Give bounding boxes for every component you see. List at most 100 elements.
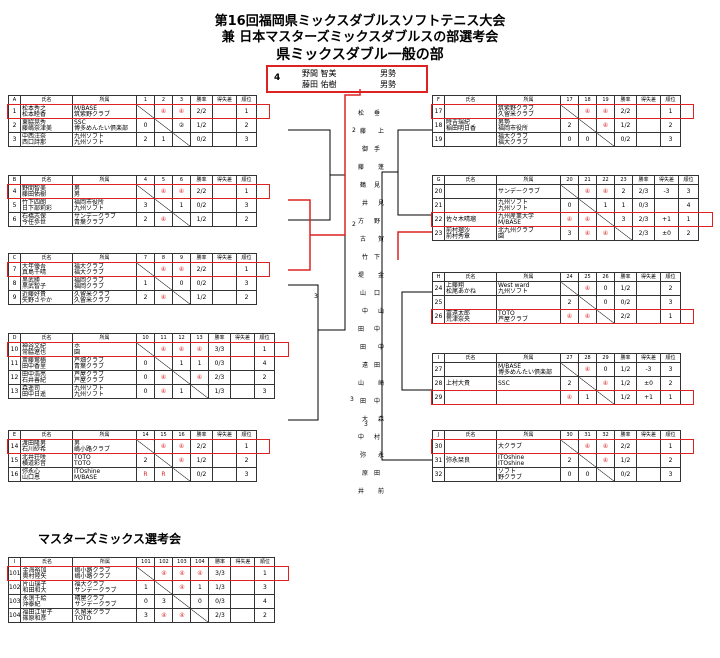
match-result: 2 — [614, 184, 633, 199]
player-names: 北井荘咲横道彩音 — [20, 453, 73, 468]
match-result: ④ — [190, 566, 210, 581]
player-names: 弥永心山口恩 — [20, 467, 73, 482]
match-result — [136, 566, 156, 581]
point-diff — [230, 594, 256, 609]
match-result: ④ — [596, 226, 615, 241]
match-result: ④ — [578, 309, 597, 324]
entry-number: 9 — [8, 290, 21, 305]
header-affiliation: 所属 — [496, 430, 561, 440]
point-diff — [636, 104, 661, 119]
header-match-col: 21 — [578, 175, 597, 185]
division-title: 県ミックスダブル一般の部 — [276, 47, 444, 63]
bracket-label: 3 — [350, 396, 354, 403]
match-result: ④ — [154, 384, 173, 399]
player-names: 弥永栞良 — [444, 453, 497, 468]
match-result — [560, 281, 579, 296]
match-result: 1 — [136, 276, 155, 291]
bracket-player-name: 見 — [374, 182, 381, 189]
header-win-rate: 勝率 — [614, 272, 637, 282]
entry-number: 14 — [8, 439, 21, 454]
header-win-rate: 勝率 — [614, 430, 637, 440]
match-result: 1 — [596, 198, 615, 213]
win-rate: 1/2 — [614, 390, 637, 405]
bracket-player-name: 田 — [374, 470, 381, 477]
match-result: 0 — [136, 594, 156, 609]
win-rate: 2/2 — [190, 439, 213, 454]
header-match-col: 102 — [154, 557, 174, 567]
rank: 2 — [236, 453, 257, 468]
player-names: 中西汪奈西口詩那 — [20, 132, 73, 147]
bracket-player-name: 下 — [374, 254, 381, 261]
player-names: 田中浩亮石井善紀 — [20, 370, 73, 385]
match-result: ④ — [154, 342, 173, 357]
point-diff — [636, 118, 661, 133]
entry-number: 7 — [8, 262, 21, 277]
match-result: ④ — [172, 580, 192, 595]
match-result: ④ — [172, 453, 191, 468]
rank: 2 — [678, 226, 699, 241]
match-result — [614, 226, 633, 241]
header-affiliation: 所属 — [496, 353, 561, 363]
match-result — [578, 453, 597, 468]
match-result: ④ — [578, 104, 597, 119]
match-result: 2 — [136, 212, 155, 227]
win-rate: 2/3 — [632, 184, 655, 199]
group-label: F — [432, 95, 445, 105]
affiliations: SSC — [496, 376, 561, 391]
match-result: ④ — [154, 566, 174, 581]
header-match-col: 28 — [578, 353, 597, 363]
player-names: 上村大貴 — [444, 376, 497, 391]
match-result — [172, 212, 191, 227]
match-result — [172, 467, 191, 482]
entry-number: 13 — [8, 384, 21, 399]
group-label: I — [7, 557, 22, 567]
affiliations: サンデークラブ — [496, 184, 561, 199]
match-result: 0 — [560, 132, 579, 147]
header-win-rate: 勝率 — [208, 333, 231, 343]
match-result: 1 — [172, 356, 191, 371]
match-result: 0 — [578, 132, 597, 147]
player-names — [444, 390, 497, 405]
match-result — [136, 439, 155, 454]
header-rank: 順位 — [254, 557, 276, 567]
header-affiliation: 所属 — [72, 253, 137, 263]
header-match-col: 30 — [560, 430, 579, 440]
header-rank: 順位 — [660, 430, 681, 440]
entry-number: 10 — [8, 342, 21, 357]
match-result — [136, 104, 155, 119]
header-point-diff: 得失差 — [636, 272, 661, 282]
header-match-col: 17 — [560, 95, 579, 105]
rank: 2 — [254, 608, 276, 623]
bracket-label: 2 — [352, 127, 356, 134]
player-names: 石橋志保今任歩世 — [20, 212, 73, 227]
header-rank: 順位 — [236, 430, 257, 440]
match-result: 0 — [172, 276, 191, 291]
affiliations: 芦畑クラブ青葉クラブ — [72, 356, 137, 371]
group-label: G — [432, 175, 445, 185]
match-result: ④ — [172, 439, 191, 454]
entry-number: 17 — [432, 104, 445, 119]
match-result — [190, 608, 210, 623]
player-names: 佐々木晴瑠 — [444, 212, 497, 227]
affiliations: 福岡市役所九州ソフト — [72, 198, 137, 213]
win-rate: 0/3 — [632, 198, 655, 213]
bracket-player-name: 上 — [378, 128, 385, 135]
win-rate: 1/2 — [190, 453, 213, 468]
match-result — [596, 132, 615, 147]
affiliations: 晴屋クラブサンデークラブ — [72, 594, 138, 609]
bracket-player-name: 賀 — [378, 236, 385, 243]
header-name: 氏名 — [20, 557, 74, 567]
entry-number: 15 — [8, 453, 21, 468]
header-name: 氏名 — [20, 175, 73, 185]
win-rate: 0/2 — [190, 132, 213, 147]
header-match-col: 7 — [136, 253, 155, 263]
